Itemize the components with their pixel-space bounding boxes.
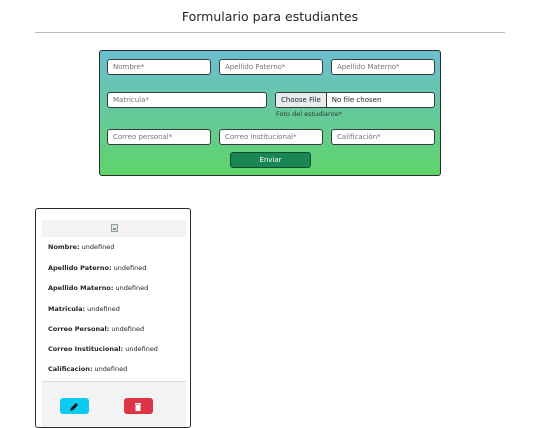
page-title: Formulario para estudiantes [181, 9, 359, 24]
apellido-paterno-input[interactable]: Apellido Paterno* [219, 59, 323, 75]
trash-icon [135, 403, 141, 411]
card-row-calificacion: Calificacion: undefined [48, 365, 128, 373]
card-row-apellido-materno: Apellido Materno: undefined [48, 284, 149, 292]
calificacion-input[interactable]: Calificación* [331, 129, 435, 145]
edit-button[interactable] [60, 398, 89, 414]
matricula-input[interactable]: Matricula* [107, 92, 267, 108]
card-row-correo-institucional: Correo Institucional: undefined [48, 345, 158, 353]
student-form: Nombre* Apellido Paterno* Apellido Mater… [99, 50, 441, 176]
correo-personal-input[interactable]: Correo personal* [107, 129, 211, 145]
title-divider [35, 32, 505, 33]
correo-institucional-input[interactable]: Correo institucional* [219, 129, 323, 145]
apellido-materno-input[interactable]: Apellido Materno* [331, 59, 435, 75]
card-row-correo-personal: Correo Personal: undefined [48, 325, 145, 333]
student-photo [42, 220, 186, 237]
broken-image-icon [111, 224, 118, 232]
student-card: Nombre: undefined Apellido Paterno: unde… [35, 208, 191, 428]
card-row-apellido-paterno: Apellido Paterno: undefined [48, 264, 147, 272]
delete-button[interactable] [124, 398, 153, 414]
foto-hint: Foto del estudiante* [276, 110, 342, 118]
file-status: No file chosen [331, 96, 382, 104]
enviar-button[interactable]: Enviar [230, 152, 311, 168]
choose-file-button[interactable]: Choose File [276, 93, 327, 107]
pencil-icon [70, 403, 78, 411]
card-row-matricula: Matricula: undefined [48, 305, 120, 313]
nombre-input[interactable]: Nombre* [107, 59, 211, 75]
foto-file-input[interactable]: Choose File No file chosen [275, 92, 435, 108]
card-row-nombre: Nombre: undefined [48, 243, 115, 251]
